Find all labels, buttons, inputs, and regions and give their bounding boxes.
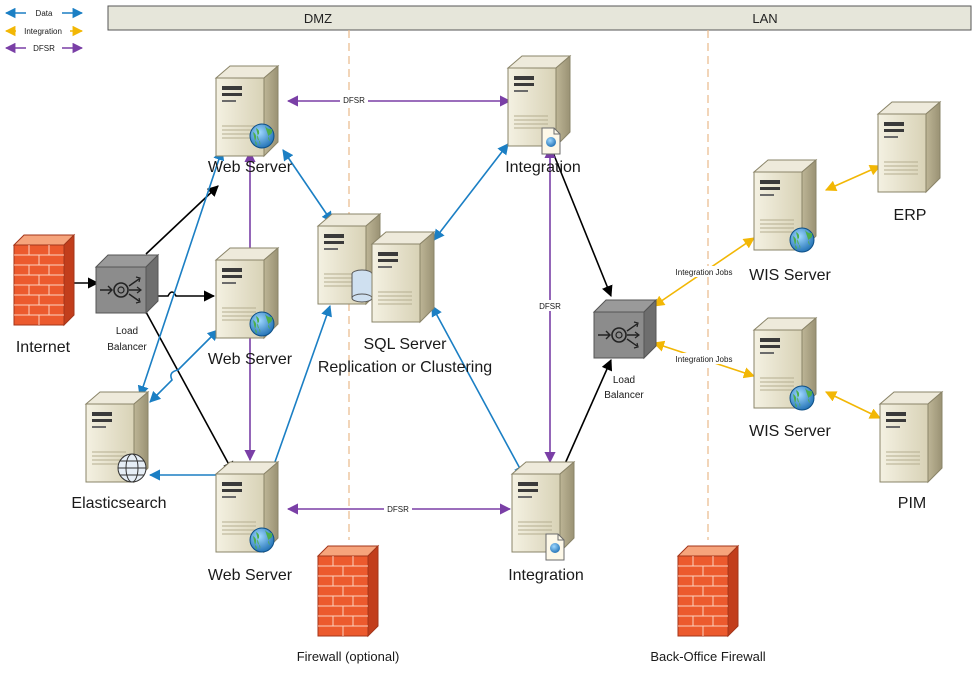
firewall-optional-node <box>317 545 379 637</box>
edge-wis-erp <box>824 164 882 192</box>
edge-sql-integration-bottom <box>431 305 525 477</box>
integration-bottom-label: Integration <box>508 567 584 584</box>
load-balancer-right-label-line1: Load <box>613 375 635 386</box>
legend-dfsr-label: DFSR <box>33 44 55 53</box>
web-server-top-node <box>215 65 279 157</box>
pim-server-node <box>879 391 943 483</box>
edge-label-dfsr-top: DFSR <box>343 96 365 105</box>
edge-integration-top-to-lb-right <box>551 149 613 298</box>
wis-server-bottom-label: WIS Server <box>749 423 831 440</box>
wis-server-top-node <box>753 159 817 253</box>
sql-server-node <box>317 213 435 323</box>
web-server-top-label: Web Server <box>208 159 293 176</box>
internet-label: Internet <box>16 339 71 356</box>
integration-top-node <box>507 55 571 155</box>
edge-web-bottom-sql <box>268 304 332 478</box>
back-office-firewall-label: Back-Office Firewall <box>650 649 765 664</box>
integration-bottom-node <box>511 461 575 561</box>
erp-label: ERP <box>894 207 927 224</box>
elasticsearch-label: Elasticsearch <box>71 495 166 512</box>
web-server-middle-label: Web Server <box>208 351 293 368</box>
edge-elastic-web-middle <box>149 329 219 403</box>
load-balancer-right-node <box>593 299 657 359</box>
web-server-bottom-node <box>215 461 279 553</box>
legend-data-label: Data <box>36 9 53 18</box>
wis-server-top-label: WIS Server <box>749 267 831 284</box>
erp-server-node <box>877 101 941 193</box>
internet-firewall-node <box>13 234 75 326</box>
legend-integration-label: Integration <box>24 27 62 36</box>
edge-label-integration-jobs-top: Integration Jobs <box>676 268 733 277</box>
pim-label: PIM <box>898 495 926 512</box>
zone-label-dmz: DMZ <box>304 11 332 26</box>
load-balancer-right-label-line2: Balancer <box>604 390 644 401</box>
sql-server-sublabel: Replication or Clustering <box>318 359 492 376</box>
firewall-optional-label: Firewall (optional) <box>297 649 400 664</box>
load-balancer-left-label-line2: Balancer <box>107 342 147 353</box>
edge-label-dfsr-bottom: DFSR <box>387 505 409 514</box>
edge-integration-bottom-to-lb-right <box>563 358 613 467</box>
wis-server-bottom-node <box>753 317 817 411</box>
edge-label-integration-jobs-bottom: Integration Jobs <box>676 355 733 364</box>
edge-label-dfsr-middle: DFSR <box>539 302 561 311</box>
load-balancer-left-node <box>95 254 159 314</box>
back-office-firewall-node <box>677 545 739 637</box>
legend: Data Integration DFSR <box>4 7 84 54</box>
load-balancer-left-label-line1: Load <box>116 326 138 337</box>
web-server-bottom-label: Web Server <box>208 567 293 584</box>
edge-web-top-sql <box>282 149 333 223</box>
zone-label-lan: LAN <box>752 11 777 26</box>
integration-top-label: Integration <box>505 159 581 176</box>
sql-server-label: SQL Server <box>364 336 448 353</box>
zone-header-bar <box>107 5 972 31</box>
edge-sql-integration-top <box>433 143 509 241</box>
elasticsearch-node <box>85 391 149 483</box>
edge-wis-pim <box>824 391 882 419</box>
web-server-middle-node <box>215 247 279 339</box>
